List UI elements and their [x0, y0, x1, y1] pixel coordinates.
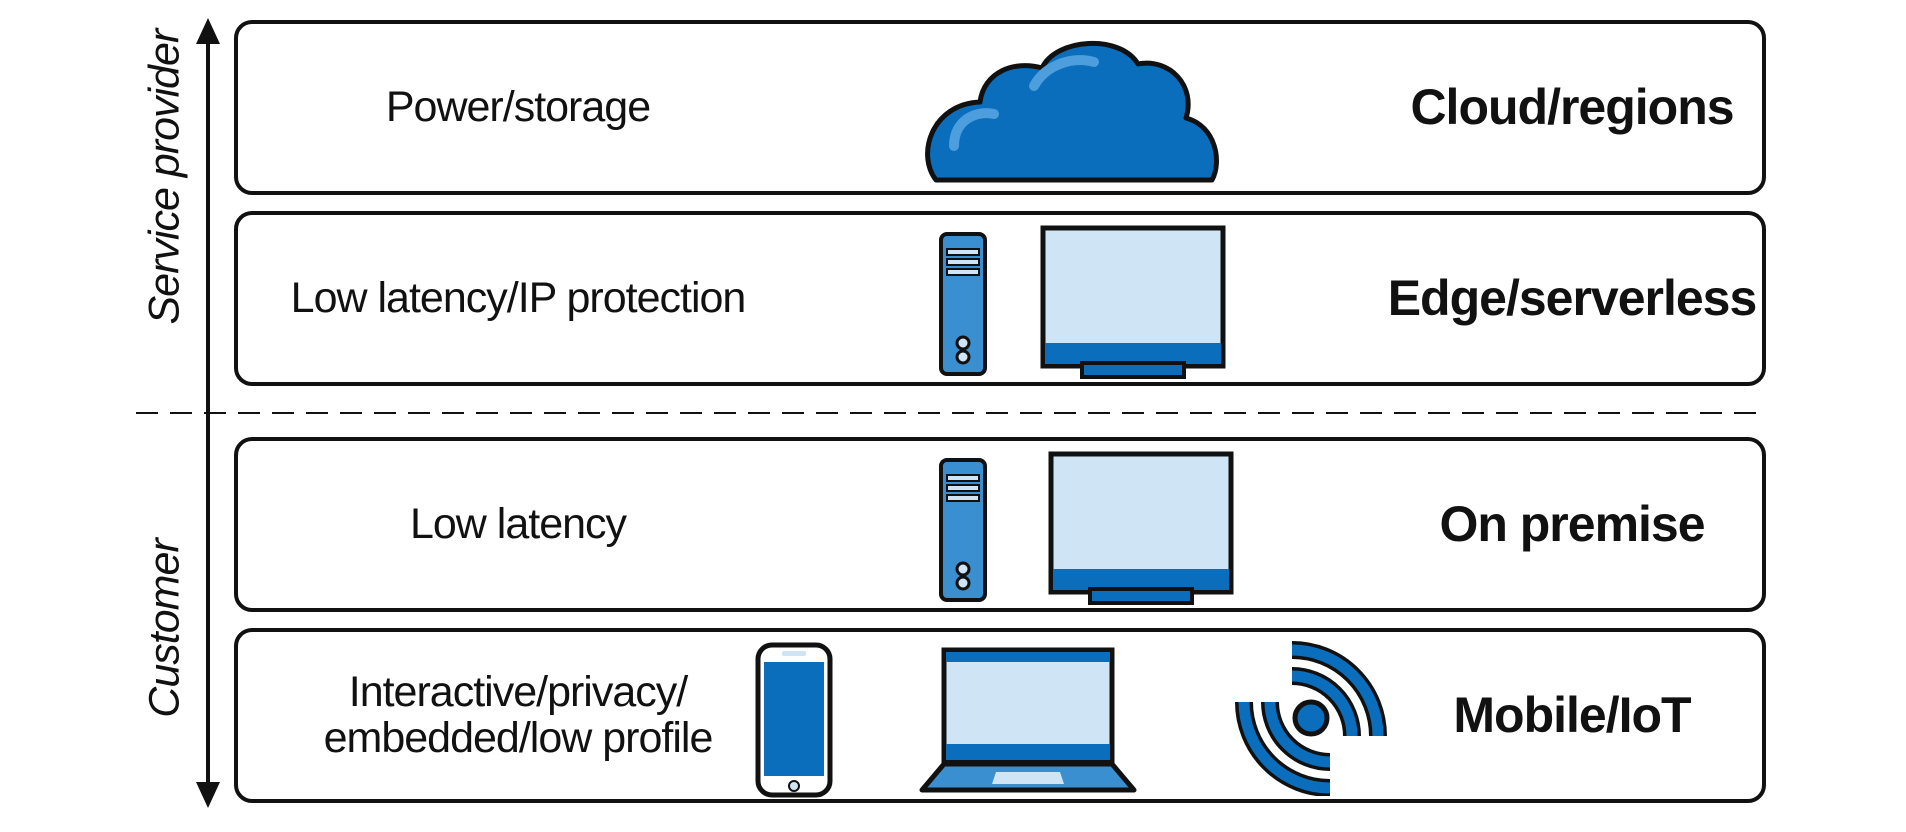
tier-cloud: Power/storage Cloud/regions [234, 20, 1766, 195]
tier-cloud-right-label: Cloud/regions [1410, 79, 1734, 136]
tier-mobile-iot-left-label-line-1: Interactive/privacy/ [348, 668, 688, 717]
tier-mobile-iot-left-label-line-2: embedded/low profile [323, 713, 714, 762]
service-provider-axis-label: Service provider [140, 29, 189, 325]
tier-on-premise-right-label: On premise [1439, 496, 1705, 553]
tier-cloud-left-label: Power/storage [385, 82, 651, 131]
laptop-icon [919, 647, 1137, 793]
tier-on-premise-left-label: Low latency [409, 499, 627, 548]
tier-mobile-iot-left-label: Interactive/privacy/ embedded/low profil… [238, 632, 798, 799]
wireless-signal-icon [1235, 641, 1387, 796]
tier-edge: Low latency/IP protection Edge/serverles… [234, 211, 1766, 386]
tier-edge-right-label: Edge/serverless [1387, 270, 1758, 327]
cloud-icon [925, 41, 1219, 183]
tier-mobile-iot-right-label: Mobile/IoT [1453, 687, 1691, 744]
provider-customer-divider [136, 412, 1766, 414]
server-tower-icon [939, 458, 987, 602]
monitor-icon [1048, 451, 1234, 605]
server-tower-icon [939, 232, 987, 376]
tier-on-premise: Low latency On premise [234, 437, 1766, 612]
smartphone-icon [755, 642, 833, 798]
tier-mobile-iot: Interactive/privacy/ embedded/low profil… [234, 628, 1766, 803]
customer-axis-label: Customer [140, 539, 189, 718]
monitor-icon [1040, 225, 1226, 379]
tier-edge-left-label: Low latency/IP protection [290, 273, 747, 322]
